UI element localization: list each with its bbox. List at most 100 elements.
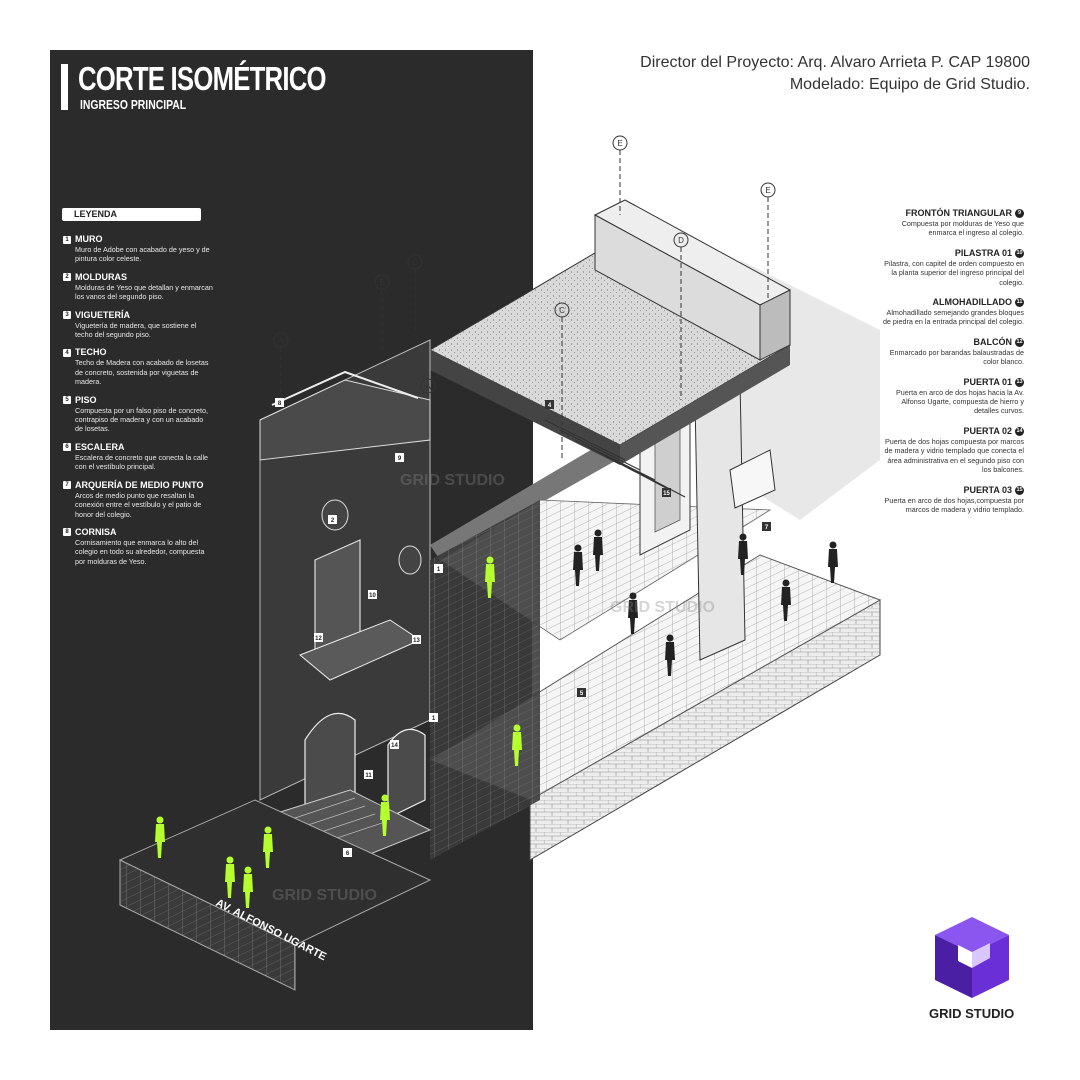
legend-item-number: 1 [63, 235, 71, 244]
tag-box-14 [390, 740, 399, 749]
legend-item-label: ESCALERA [75, 441, 125, 452]
door-03 [654, 427, 681, 533]
tag-box-5 [577, 688, 586, 697]
tag-11: 11 [365, 773, 372, 779]
legend-item-label: PISO [75, 394, 97, 405]
tag-box-11 [364, 770, 373, 779]
tag-1b: 1 [432, 716, 436, 722]
person-figure [243, 866, 253, 908]
annotation-note-description: Pilastra, con capitel de orden compuesto… [884, 258, 1024, 287]
grid-axes [273, 135, 776, 460]
legend-item-description: Compuesta por un falso piso de concreto,… [75, 405, 209, 434]
person-figure [380, 794, 390, 836]
page-subtitle: INGRESO PRINCIPAL [80, 97, 187, 112]
annotation-note-number: 14 [1015, 426, 1024, 436]
legend-item-number: 3 [63, 311, 71, 320]
axis-label-d: D [678, 236, 684, 245]
legend-item-description: Viguetería de madera, que sostiene el te… [75, 320, 197, 340]
person-figure [665, 634, 675, 676]
annotation-note-description: Compuesta por molduras de Yeso que enmar… [901, 219, 1024, 238]
credit-director: Director del Proyecto: Arq. Alvaro Arrie… [640, 54, 1030, 71]
tag-box-13 [412, 635, 421, 644]
door-02 [387, 728, 426, 819]
annotation-note-number: 13 [1015, 377, 1024, 387]
tag-box-10 [368, 590, 377, 599]
people-figures-dark [573, 529, 838, 676]
medallion [398, 545, 422, 575]
watermark-text: GRID STUDIO [610, 599, 715, 616]
tag-10: 10 [369, 593, 376, 599]
legend-item-label: CORNISA [75, 526, 117, 537]
legend-item-label: MOLDURAS [75, 271, 127, 282]
legend-item-number: 8 [63, 528, 71, 537]
person-figure [573, 544, 583, 586]
annotation-note-description: Puerta de dos hojas compuesta por marcos… [884, 436, 1024, 475]
legend-item-number: 4 [63, 348, 71, 357]
legend-item-description: Muro de Adobe con acabado de yeso y de p… [75, 245, 210, 264]
annotation-note-label: PILASTRA 01 [954, 247, 1012, 258]
annotation-note-description: Enmarcado por barandas balaustradas de c… [889, 347, 1024, 367]
wall-grid-dark [430, 500, 540, 860]
watermark-text: GRID STUDIO [272, 887, 377, 904]
legend-heading: LEYENDA [62, 208, 201, 221]
arcade-column [694, 379, 746, 661]
watermarks: GRID STUDIO GRID STUDIO GRID STUDIO [272, 472, 715, 904]
tag-15: 15 [663, 491, 670, 497]
annotation-note-number: 9 [1015, 209, 1024, 218]
person-figure [225, 856, 235, 898]
annotation-note-description: Puerta en arco de dos hojas hacia la Av.… [896, 387, 1024, 416]
annotation-note-label: PUERTA 02 [963, 425, 1012, 436]
tag-12: 12 [315, 636, 322, 642]
annotation-note-number: 11 [1015, 298, 1024, 308]
person-figure [155, 816, 165, 858]
legend-item-description: Molduras de Yeso que detallan y enmarcan… [75, 282, 213, 302]
legend-item-description: Escalera de concreto que conecta la call… [75, 452, 209, 472]
tag-4: 4 [548, 403, 552, 409]
annotation-note-label: ALMOHADILLADO [932, 297, 1013, 308]
axis-label-b: B [379, 278, 384, 287]
axis-letters: A A B C C D E E [278, 139, 770, 391]
legend-item-number: 7 [63, 481, 71, 490]
tag-6: 6 [346, 851, 350, 857]
legend-item-description: Arcos de medio punto que resaltan la con… [75, 490, 202, 519]
legend-item-number: 2 [63, 273, 71, 282]
person-figure [512, 724, 522, 766]
legend-item-description: Cornisamiento que enmarca lo alto del co… [75, 537, 205, 566]
number-tags: 1 1 2 4 5 6 7 8 9 10 11 12 13 14 15 [275, 398, 771, 857]
tag-box-6 [343, 848, 352, 857]
tag-5: 5 [580, 691, 584, 697]
axis-label-a2: A [425, 382, 431, 391]
person-figure [738, 533, 748, 575]
balcony-balustrade [729, 449, 776, 509]
person-figure [485, 556, 495, 598]
sidewalk-edge [119, 859, 296, 991]
roof-joists [544, 419, 686, 498]
axis-label-e2: E [765, 186, 770, 195]
person-figure [828, 541, 838, 583]
legend-item-description: Techo de Madera con acabado de losetas d… [75, 358, 209, 387]
legend-item-label: ARQUERÍA DE MEDIO PUNTO [75, 479, 204, 490]
annotation-note-description: Puerta en arco de dos hojas,compuesta po… [884, 495, 1024, 514]
brand-name: GRID STUDIO [929, 1006, 1015, 1021]
tag-1a: 1 [437, 567, 441, 573]
annotation-note-description: Almohadillado semejando grandes bloques … [882, 308, 1024, 327]
roof-edge-right [620, 345, 790, 465]
person-figure [263, 826, 273, 868]
